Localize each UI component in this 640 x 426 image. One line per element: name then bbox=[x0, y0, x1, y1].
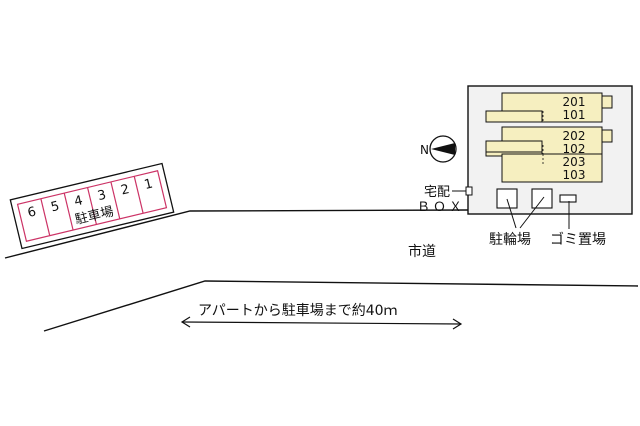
parking-space-label: 5 bbox=[49, 199, 61, 216]
garbage-area-label: ゴミ置場 bbox=[550, 231, 606, 248]
delivery-box-label-box: ＢＯＸ bbox=[417, 200, 465, 215]
parking-space-label: 2 bbox=[119, 182, 131, 199]
distance-note: アパートから駐車場まで約40ｍ bbox=[198, 302, 398, 319]
unit-block-3 bbox=[485, 140, 603, 183]
road-edge-lower bbox=[43, 280, 639, 332]
unit-number-103: 103 bbox=[563, 168, 586, 182]
delivery-box-label: 宅配 bbox=[424, 185, 450, 200]
distance-arrow bbox=[180, 316, 463, 330]
unit-number-101: 101 bbox=[563, 108, 586, 122]
garbage-area-box bbox=[559, 194, 577, 203]
unit-number-201: 201 bbox=[563, 95, 586, 109]
apartment-building: 201 101 202 102 203 103 bbox=[465, 85, 633, 215]
bicycle-parking-box-2 bbox=[531, 188, 553, 209]
parking-dividers bbox=[40, 176, 144, 236]
parking-space-label: 3 bbox=[96, 188, 108, 205]
bicycle-parking-box-1 bbox=[496, 188, 518, 209]
bicycle-parking-leaders bbox=[506, 196, 545, 229]
compass-icon: N bbox=[420, 135, 457, 163]
unit-number-102: 102 bbox=[563, 142, 586, 156]
unit-number-203: 203 bbox=[563, 155, 586, 169]
compass-north-label: N bbox=[420, 143, 429, 157]
parking-space-label: 4 bbox=[73, 193, 85, 210]
parking-lot: 6 5 4 3 2 1 駐車場 bbox=[9, 162, 175, 250]
city-road-label: 市道 bbox=[408, 243, 436, 260]
unit-number-202: 202 bbox=[563, 129, 586, 143]
parking-space-label: 1 bbox=[143, 176, 155, 193]
road-edge-upper bbox=[4, 209, 469, 259]
bicycle-parking-label: 駐輪場 bbox=[489, 231, 531, 248]
delivery-box-marker bbox=[465, 186, 473, 196]
parking-space-label: 6 bbox=[26, 204, 38, 221]
unit-block-1 bbox=[485, 92, 613, 123]
